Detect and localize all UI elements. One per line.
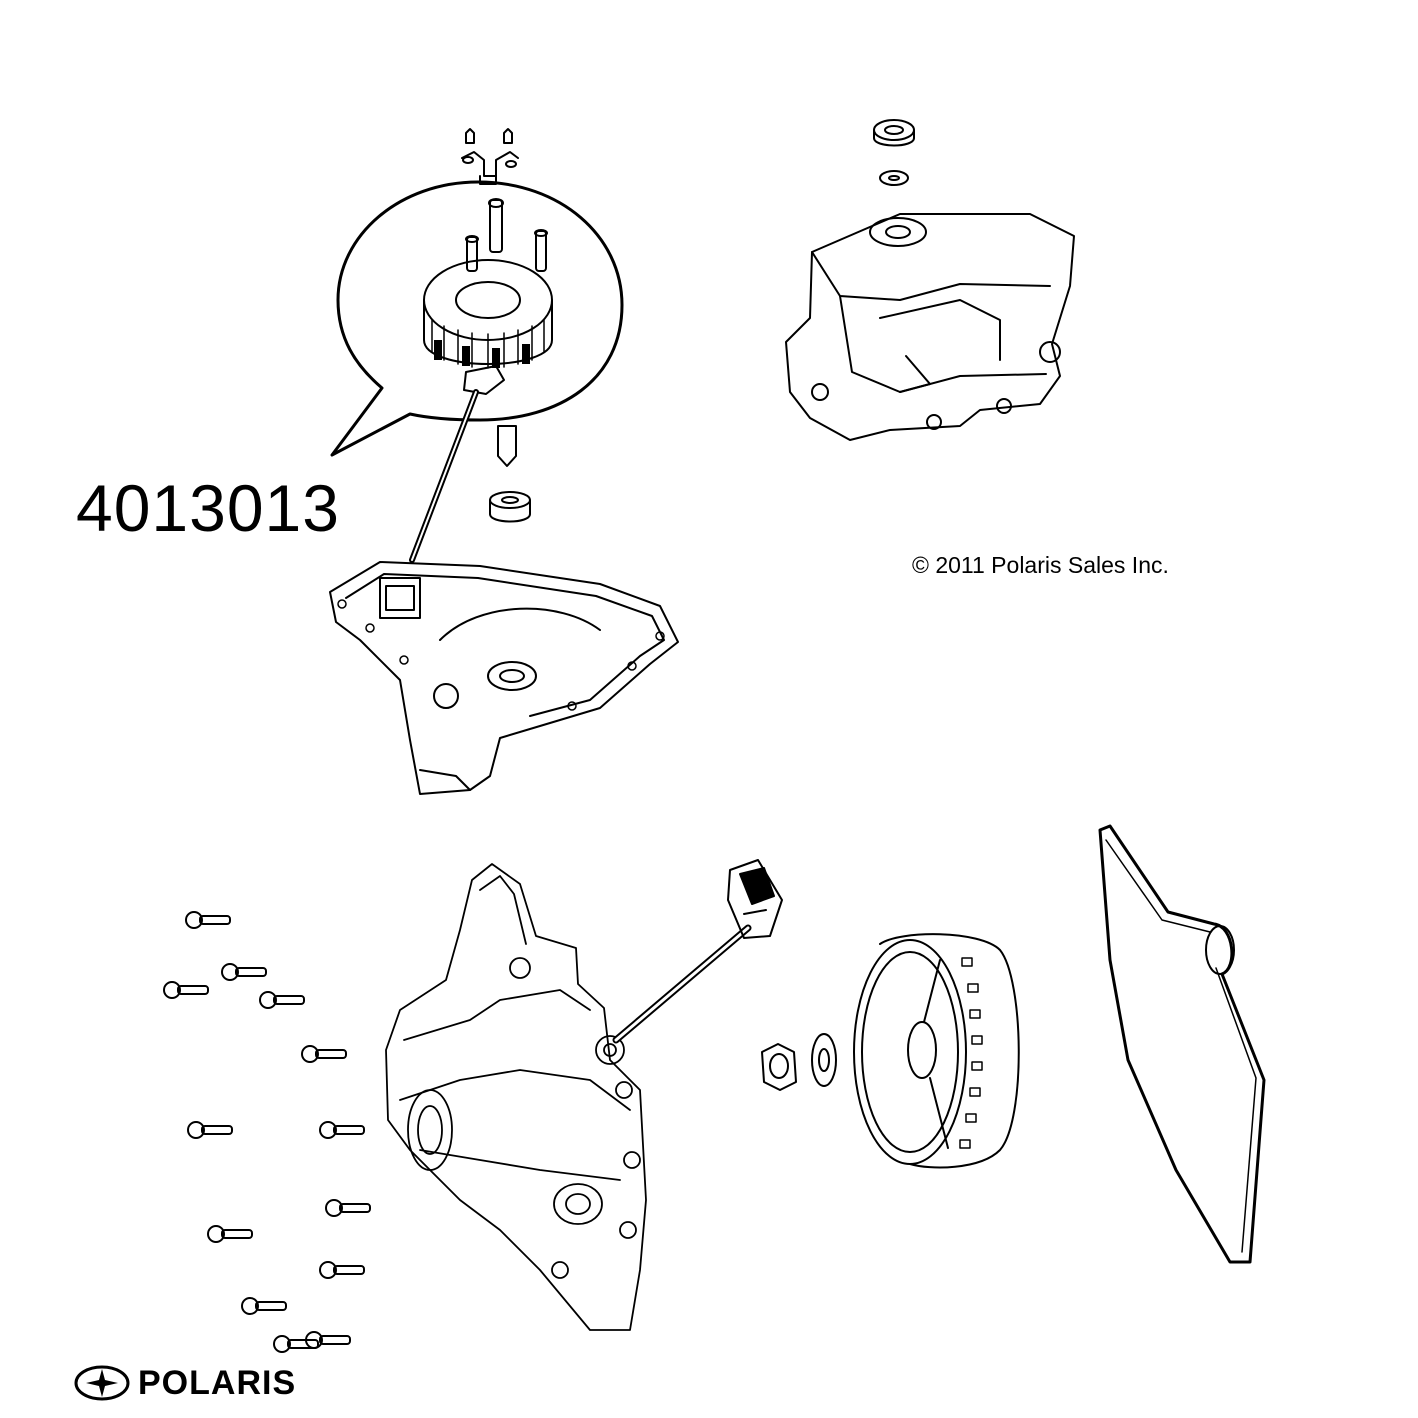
cover-grommet: [873, 119, 915, 147]
flywheel-nut: [761, 1043, 797, 1091]
flywheel: [853, 933, 1020, 1169]
polaris-logo: POLARIS: [74, 1364, 314, 1402]
callout-part-number: 4013013: [76, 471, 340, 545]
bolt: [241, 1297, 287, 1315]
bolt: [273, 1335, 319, 1353]
brand-name: POLARIS: [138, 1364, 297, 1402]
stator-mounting-bracket: [461, 128, 519, 185]
polaris-star-icon: [74, 1365, 130, 1401]
bolt: [163, 981, 209, 999]
bolt: [305, 1331, 351, 1349]
bolt: [301, 1045, 347, 1063]
stator-callout-bubble: [330, 180, 624, 457]
magneto-cover: [385, 863, 647, 1331]
bolt: [207, 1225, 253, 1243]
bolt: [325, 1199, 371, 1217]
bolt: [187, 1121, 233, 1139]
copyright-notice: © 2011 Polaris Sales Inc.: [912, 552, 1169, 578]
stator-wire-harness: [409, 389, 479, 563]
bolt: [319, 1261, 365, 1279]
cover-gasket: [1098, 824, 1266, 1264]
bolt: [259, 991, 305, 1009]
bolt: [319, 1121, 365, 1139]
stator-bolts: [465, 198, 548, 272]
crankcase-half: [329, 561, 679, 795]
bolt: [221, 963, 267, 981]
sensor-wire: [612, 924, 752, 1044]
upper-cover: [785, 213, 1075, 441]
cover-washer: [879, 170, 909, 186]
dowel-pin: [497, 425, 517, 467]
bolt: [185, 911, 231, 929]
flywheel-washer: [811, 1033, 837, 1087]
bushing-washer: [489, 491, 531, 523]
stator-coil: [423, 259, 553, 395]
housing-bolts: [163, 911, 371, 1353]
sensor-connector: [727, 859, 783, 939]
